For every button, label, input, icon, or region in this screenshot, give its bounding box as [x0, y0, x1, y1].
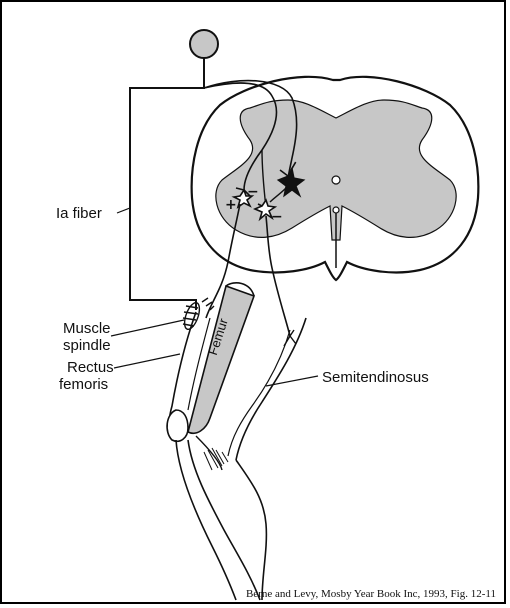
label-ia-fiber: Ia fiber: [56, 205, 102, 222]
label-semitendinosus: Semitendinosus: [322, 369, 429, 386]
leader-muscle-spindle: [111, 320, 184, 336]
label-rectus-2: femoris: [59, 376, 108, 393]
semitendinosus-muscle: [236, 318, 306, 460]
figure-caption: Berne and Levy, Mosby Year Book Inc, 199…: [246, 588, 496, 600]
leader-rectus-femoris: [114, 354, 180, 368]
label-rectus-1: Rectus: [67, 359, 114, 376]
sign-inhibitory-right: −: [271, 209, 283, 225]
label-muscle-spindle-2: spindle: [63, 337, 111, 354]
central-canal: [332, 176, 340, 184]
label-muscle-spindle-1: Muscle: [63, 320, 111, 337]
dorsal-root-ganglion: [190, 30, 218, 58]
leader-ia-fiber: [117, 208, 130, 213]
leader-semitendinosus: [266, 376, 318, 386]
sign-inhibitory-left: −: [247, 184, 259, 200]
sign-excitatory: +: [225, 197, 237, 213]
muscle-spindle-icon: [182, 298, 214, 331]
patella: [167, 410, 188, 441]
